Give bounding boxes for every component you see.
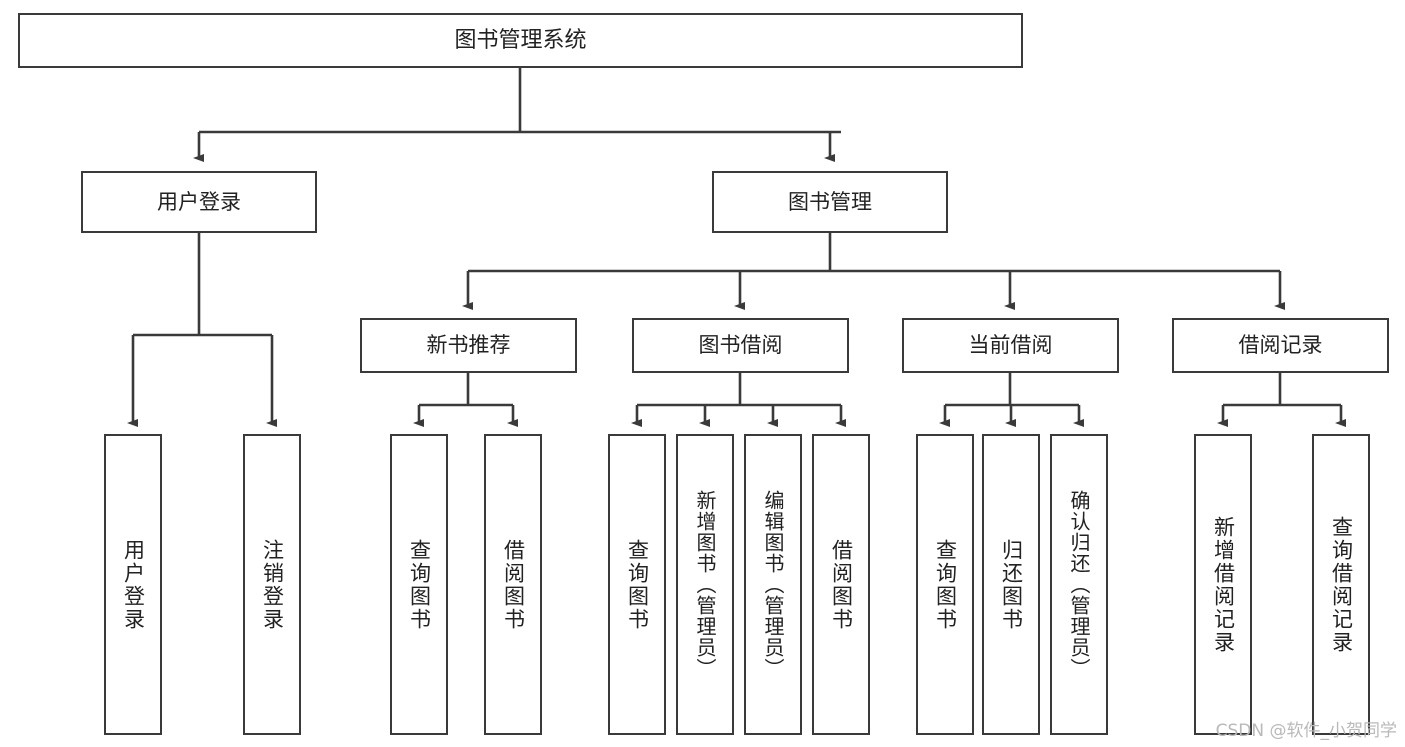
leaf-new-book-query-label: 查询图书	[407, 538, 432, 631]
leaf-new-book-borrow[interactable]: 借阅图书	[484, 434, 542, 735]
leaf-borrow-query-book[interactable]: 查询图书	[608, 434, 666, 735]
leaf-query-borrow-record-label: 查询借阅记录	[1329, 515, 1354, 654]
leaf-return-book-label: 归还图书	[999, 538, 1024, 631]
node-book-management[interactable]: 图书管理	[712, 171, 948, 233]
leaf-user-login-label: 用户登录	[121, 538, 146, 631]
node-new-book-recommend[interactable]: 新书推荐	[360, 318, 577, 373]
leaf-add-borrow-record[interactable]: 新增借阅记录	[1194, 434, 1252, 735]
leaf-add-borrow-record-label: 新增借阅记录	[1211, 515, 1236, 654]
leaf-return-book[interactable]: 归还图书	[982, 434, 1040, 735]
leaf-add-book-admin[interactable]: 新增图书（管理员）	[676, 434, 734, 735]
node-current-borrow[interactable]: 当前借阅	[902, 318, 1119, 373]
node-current-borrow-label: 当前借阅	[968, 333, 1053, 358]
leaf-borrow-book[interactable]: 借阅图书	[812, 434, 870, 735]
leaf-confirm-return-admin[interactable]: 确认归还（管理员）	[1050, 434, 1108, 735]
leaf-logout[interactable]: 注销登录	[243, 434, 301, 735]
node-user-login[interactable]: 用户登录	[81, 171, 317, 233]
watermark: CSDN @软件_小贺同学	[1215, 721, 1397, 741]
leaf-new-book-borrow-label: 借阅图书	[501, 538, 526, 631]
leaf-logout-label: 注销登录	[260, 538, 285, 631]
node-new-book-recommend-label: 新书推荐	[426, 333, 511, 358]
leaf-current-query-book-label: 查询图书	[933, 538, 958, 631]
node-user-login-label: 用户登录	[157, 189, 241, 214]
leaf-edit-book-admin-label: 编辑图书（管理员）	[761, 490, 785, 679]
leaf-user-login[interactable]: 用户登录	[104, 434, 162, 735]
leaf-query-borrow-record[interactable]: 查询借阅记录	[1312, 434, 1370, 735]
node-book-borrow[interactable]: 图书借阅	[632, 318, 849, 373]
leaf-current-query-book[interactable]: 查询图书	[916, 434, 974, 735]
leaf-edit-book-admin[interactable]: 编辑图书（管理员）	[744, 434, 802, 735]
node-book-management-label: 图书管理	[788, 189, 872, 214]
node-root-label: 图书管理系统	[454, 27, 587, 53]
node-borrow-record-label: 借阅记录	[1238, 333, 1323, 358]
node-book-borrow-label: 图书借阅	[698, 333, 783, 358]
leaf-new-book-query[interactable]: 查询图书	[390, 434, 448, 735]
node-root[interactable]: 图书管理系统	[18, 13, 1023, 68]
leaf-add-book-admin-label: 新增图书（管理员）	[693, 490, 717, 679]
leaf-borrow-query-book-label: 查询图书	[625, 538, 650, 631]
leaf-confirm-return-admin-label: 确认归还（管理员）	[1067, 490, 1091, 679]
leaf-borrow-book-label: 借阅图书	[829, 538, 854, 631]
node-borrow-record[interactable]: 借阅记录	[1172, 318, 1389, 373]
